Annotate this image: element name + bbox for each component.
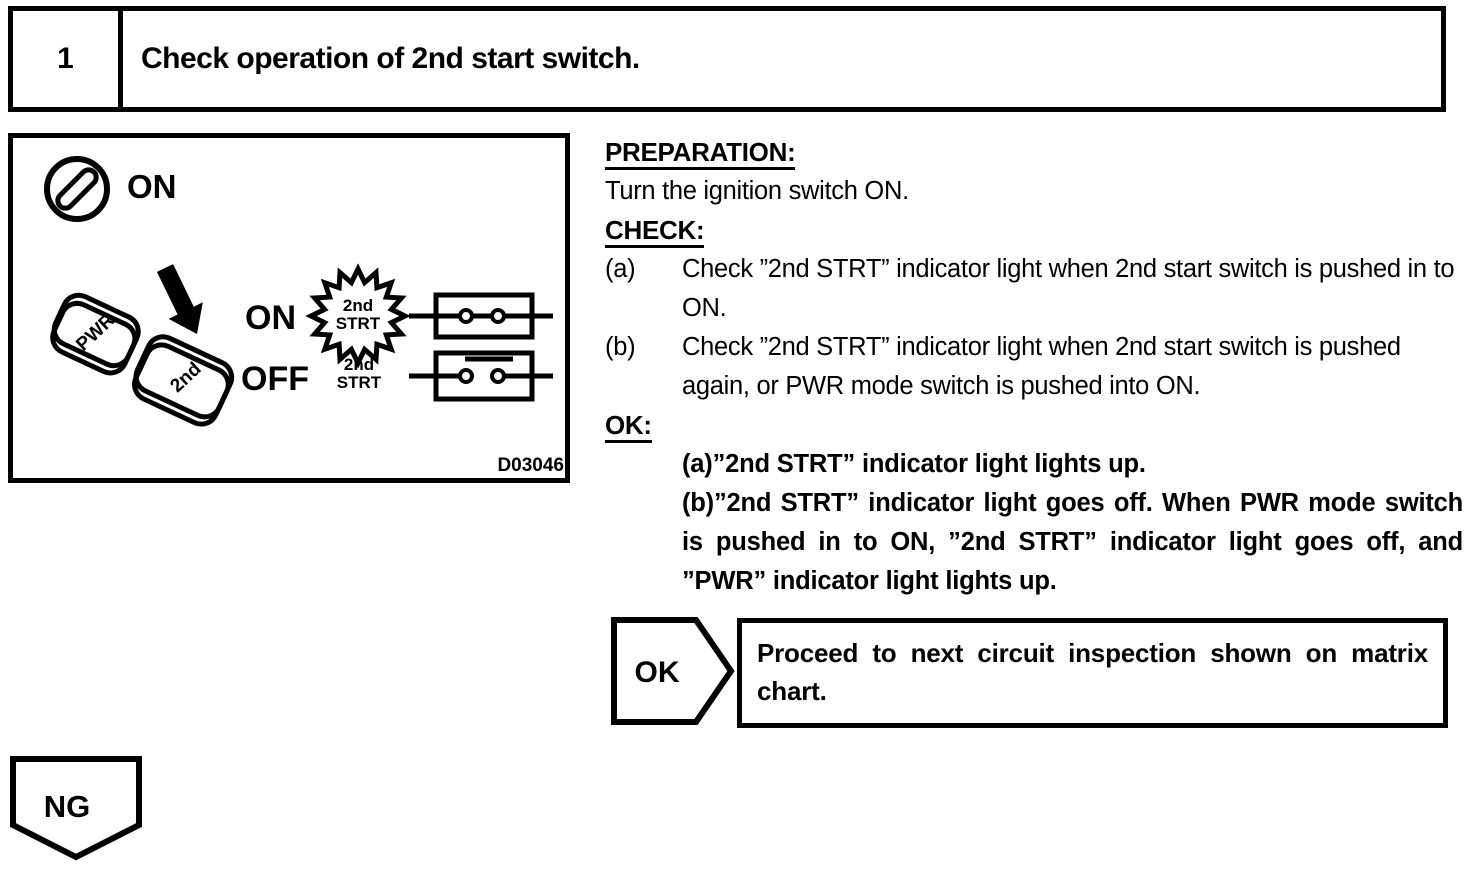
contact-closed-icon <box>409 292 553 340</box>
figure-code: D03046 <box>497 455 564 476</box>
step-number: 1 <box>13 11 123 107</box>
preparation-text: Turn the ignition switch ON. <box>605 177 909 205</box>
press-arrow-icon <box>156 264 203 334</box>
check-item-a-text: Check ”2nd STRT” indicator light when 2n… <box>682 255 1455 322</box>
check-item-b-text: Check ”2nd STRT” indicator light when 2n… <box>682 333 1401 400</box>
contact-open-icon <box>409 350 553 402</box>
figure-illustration: ON PWR 2nd ON 2nd STRT <box>44 156 564 476</box>
check-item-a-label: (a) <box>605 255 636 283</box>
ok-action-box: Proceed to next circuit inspection shown… <box>737 618 1448 728</box>
indicator-unlit-line1: 2nd <box>344 355 374 374</box>
check-item-b: (b) Check ”2nd STRT” indicator light whe… <box>605 328 1463 406</box>
rocker-2nd-label: 2nd <box>166 359 205 397</box>
check-item-a: (a) Check ”2nd STRT” indicator light whe… <box>605 250 1463 328</box>
ng-flow-label: NG <box>44 789 91 824</box>
check-heading-text: CHECK: <box>605 216 705 248</box>
ok-result-a: (a)”2nd STRT” indicator light lights up. <box>682 450 1146 478</box>
indicator-unlit-label: 2nd STRT <box>337 355 382 392</box>
ok-results: (a)”2nd STRT” indicator light lights up.… <box>682 445 1463 601</box>
ok-flow-label: OK <box>635 656 680 689</box>
preparation-heading: PREPARATION: <box>605 133 1463 172</box>
ok-heading: OK: <box>605 406 1463 445</box>
on-row-label: ON <box>245 299 296 337</box>
check-item-b-label: (b) <box>605 333 636 361</box>
preparation-heading-text: PREPARATION: <box>605 138 796 170</box>
indicator-unlit-line2: STRT <box>337 373 382 392</box>
step-header: 1 Check operation of 2nd start switch. <box>8 6 1446 112</box>
ok-result-b: (b)”2nd STRT” indicator light goes off. … <box>682 489 1463 595</box>
figure-box: ON PWR 2nd ON 2nd STRT <box>8 133 570 483</box>
indicator-lit-line1: 2nd <box>343 296 373 315</box>
indicator-lit-line2: STRT <box>336 314 381 333</box>
ignition-key-icon <box>44 156 110 222</box>
rocker-switch-illustration: PWR 2nd <box>50 292 235 427</box>
ok-flow-arrow: OK <box>611 617 735 725</box>
off-row-label: OFF <box>241 360 309 398</box>
ignition-state-label: ON <box>127 168 177 205</box>
check-heading: CHECK: <box>605 211 1463 250</box>
procedure-section: PREPARATION: Turn the ignition switch ON… <box>605 133 1463 601</box>
step-title: Check operation of 2nd start switch. <box>141 42 640 75</box>
ok-heading-text: OK: <box>605 411 652 443</box>
ng-flow-arrow: NG <box>10 756 142 861</box>
indicator-lit-icon: 2nd STRT <box>305 263 411 369</box>
